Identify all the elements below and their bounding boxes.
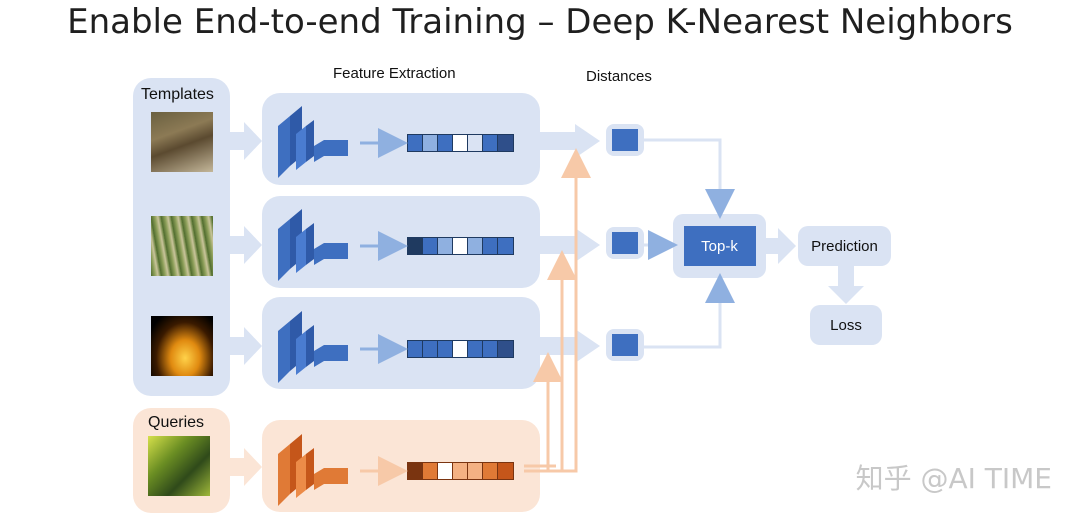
query-fanout-3 bbox=[524, 352, 563, 473]
template-image-grass bbox=[151, 216, 213, 276]
distance-box-1 bbox=[606, 124, 644, 156]
vector-cell bbox=[468, 135, 483, 151]
topk-node: Top-k bbox=[673, 214, 766, 278]
vector-cell bbox=[483, 135, 498, 151]
vector-cell bbox=[423, 238, 438, 254]
prediction-label: Prediction bbox=[811, 237, 878, 255]
templates-label: Templates bbox=[141, 86, 214, 103]
feature-vector-template-2 bbox=[407, 237, 514, 255]
vector-cell bbox=[468, 463, 483, 479]
cnn-icon-query bbox=[278, 434, 348, 506]
vector-cell bbox=[483, 463, 498, 479]
vector-cell bbox=[408, 238, 423, 254]
watermark: 知乎 @AI TIME bbox=[855, 462, 1052, 495]
vector-cell bbox=[453, 341, 468, 357]
block-arrow-to-distance-1 bbox=[540, 124, 600, 158]
feature-extraction-label: Feature Extraction bbox=[333, 65, 456, 82]
distance-box-3 bbox=[606, 329, 644, 361]
vector-cell bbox=[468, 238, 483, 254]
vector-cell bbox=[438, 341, 453, 357]
block-arrow-template-1 bbox=[230, 122, 262, 160]
vector-cell bbox=[498, 135, 513, 151]
block-arrow-to-distance-2 bbox=[540, 228, 600, 262]
vector-cell bbox=[408, 463, 423, 479]
feature-vector-query bbox=[407, 462, 514, 480]
block-arrow-prediction-to-loss bbox=[828, 266, 864, 304]
feature-vector-template-3 bbox=[407, 340, 514, 358]
query-fanout-1 bbox=[524, 148, 591, 473]
distance-box-2 bbox=[606, 227, 644, 259]
cnn-icon-template-1 bbox=[278, 106, 348, 178]
vector-cell bbox=[453, 135, 468, 151]
loss-label: Loss bbox=[830, 316, 862, 334]
vector-cell bbox=[453, 463, 468, 479]
vector-cell bbox=[423, 463, 438, 479]
topk-box: Top-k bbox=[683, 226, 756, 266]
template-image-capybara bbox=[151, 112, 213, 172]
distances-label: Distances bbox=[586, 68, 652, 85]
vector-cell bbox=[498, 238, 513, 254]
vector-cell bbox=[483, 341, 498, 357]
query-image-leaves bbox=[148, 436, 210, 496]
connector-d3-topk bbox=[644, 273, 735, 349]
distance-icon bbox=[612, 232, 638, 254]
vector-cell bbox=[438, 238, 453, 254]
template-image-temple-night bbox=[151, 316, 213, 376]
block-arrow-topk-to-prediction bbox=[766, 228, 796, 264]
topk-label: Top-k bbox=[701, 237, 738, 255]
block-arrow-to-distance-3 bbox=[540, 329, 600, 363]
vector-cell bbox=[423, 135, 438, 151]
block-arrow-template-2 bbox=[230, 226, 262, 264]
vector-cell bbox=[483, 238, 498, 254]
vector-cell bbox=[408, 341, 423, 357]
cnn-icon-template-3 bbox=[278, 311, 348, 383]
distance-icon bbox=[612, 334, 638, 356]
vector-cell bbox=[438, 135, 453, 151]
vector-cell bbox=[498, 341, 513, 357]
query-fanout-2 bbox=[524, 250, 577, 473]
vector-cell bbox=[498, 463, 513, 479]
vector-cell bbox=[423, 341, 438, 357]
loss-node: Loss bbox=[810, 305, 882, 345]
vector-cell bbox=[408, 135, 423, 151]
block-arrow-query bbox=[230, 448, 262, 486]
queries-label: Queries bbox=[148, 414, 205, 431]
block-arrow-template-3 bbox=[230, 327, 262, 365]
cnn-icon-template-2 bbox=[278, 209, 348, 281]
connector-d1-topk bbox=[644, 138, 735, 219]
vector-cell bbox=[453, 238, 468, 254]
vector-cell bbox=[468, 341, 483, 357]
distance-icon bbox=[612, 129, 638, 151]
vector-cell bbox=[438, 463, 453, 479]
prediction-node: Prediction bbox=[798, 226, 891, 266]
slide-title: Enable End-to-end Training – Deep K-Near… bbox=[67, 2, 1013, 42]
